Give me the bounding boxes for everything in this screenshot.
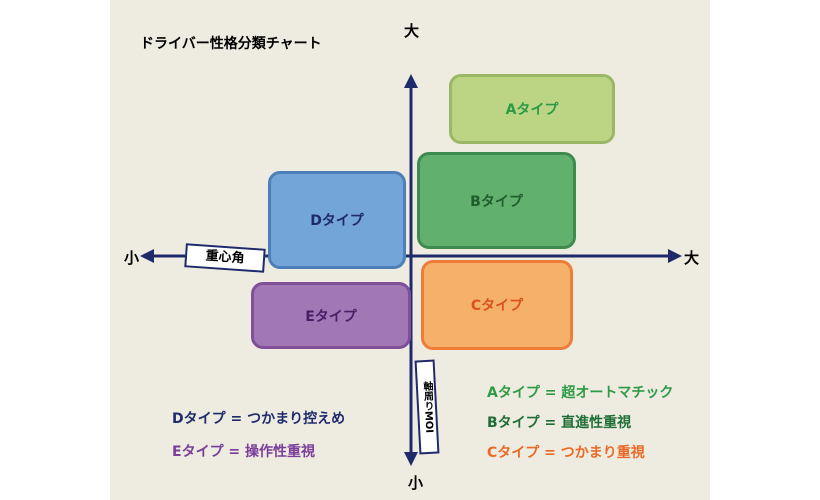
legend-a: Aタイプ = 超オートマチック [487, 385, 674, 401]
axis-left-label: 小 [124, 249, 140, 267]
legend-e: Eタイプ = 操作性重視 [172, 444, 316, 460]
box-d-type: Dタイプ [268, 171, 406, 269]
axis-top-label: 大 [404, 22, 420, 40]
up-arrow-icon [404, 74, 418, 88]
box-a-type: Aタイプ [449, 74, 615, 144]
legend-c: Cタイプ = つかまり重視 [487, 445, 645, 461]
down-arrow-icon [404, 452, 418, 466]
chart-title: ドライバー性格分類チャート [140, 36, 322, 52]
box-c-type: Cタイプ [421, 260, 573, 350]
right-arrow-icon [668, 249, 682, 263]
legend-b: Bタイプ = 直進性重視 [487, 415, 632, 431]
legend-d: Dタイプ = つかまり控えめ [172, 411, 346, 427]
axis-right-label: 大 [684, 249, 700, 267]
axis-bottom-label: 小 [408, 474, 424, 492]
box-e-type: Eタイプ [251, 282, 411, 349]
left-arrow-icon [140, 249, 154, 263]
box-b-type: Bタイプ [417, 152, 576, 249]
